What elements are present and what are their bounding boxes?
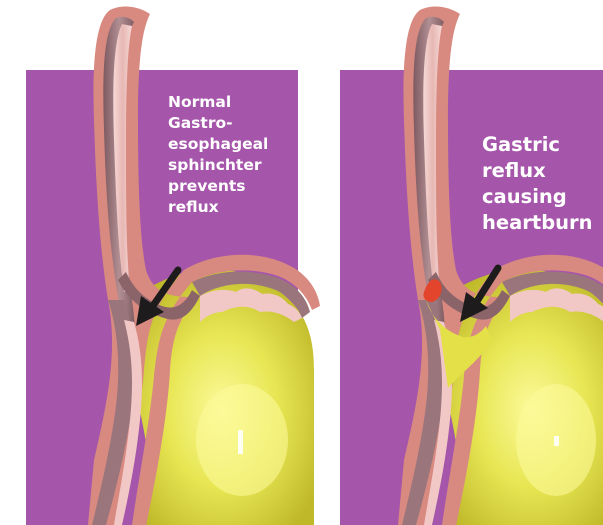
normal-caption: Normal Gastro- esophageal sphinchter pre… (168, 92, 268, 218)
reflux-caption: Gastric reflux causing heartburn (482, 132, 593, 236)
panel-reflux (340, 7, 603, 525)
panel-normal (26, 7, 320, 525)
